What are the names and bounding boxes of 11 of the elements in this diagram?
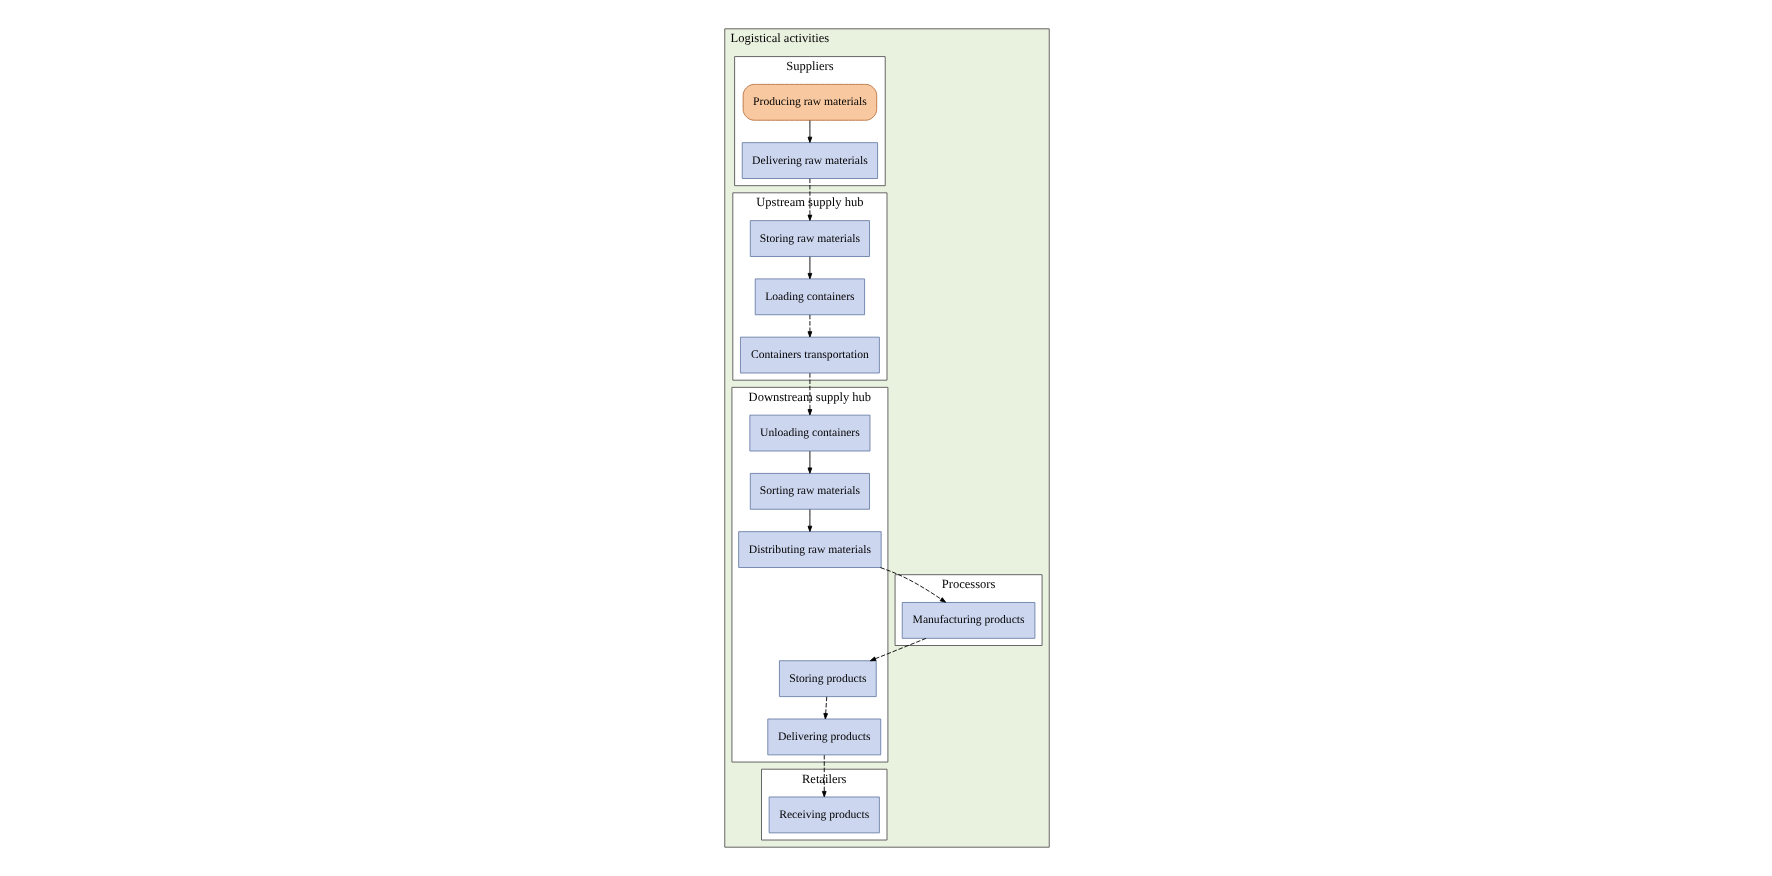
arrow: [806, 450, 812, 474]
arrow: [806, 178, 812, 221]
arrow: [806, 314, 812, 338]
arrow: [806, 120, 812, 143]
arrow: [820, 754, 826, 798]
arrow: [822, 696, 827, 720]
arrow: [878, 567, 946, 603]
arrow: [806, 509, 812, 532]
arrow: [868, 637, 926, 662]
arrow: [806, 372, 812, 416]
arrow: [806, 256, 812, 280]
